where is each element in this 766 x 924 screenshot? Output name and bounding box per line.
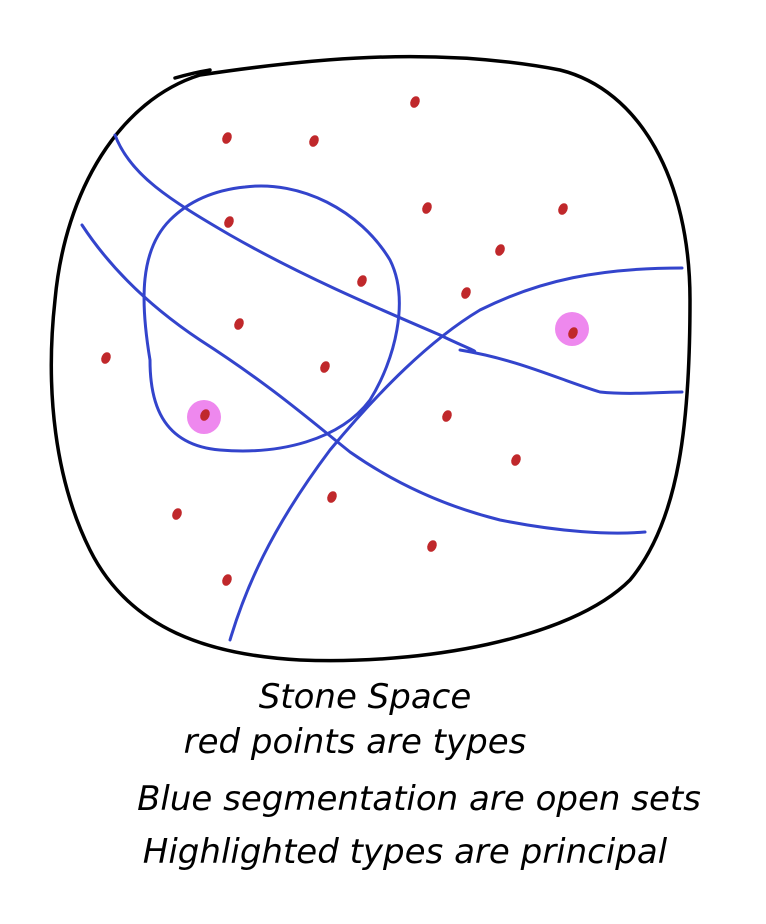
type-point [320,361,330,373]
type-point [410,96,420,108]
type-point [427,540,437,552]
space-boundary [49,54,692,663]
open-set-loop [142,184,401,453]
open-set-curve-lower [80,223,647,535]
type-point [511,454,521,466]
type-point [442,410,452,422]
open-set-curve-rising [228,266,684,642]
type-point [309,135,319,147]
caption-blue-lines: Blue segmentation are open sets [137,779,701,819]
caption-title: Stone Space [258,677,472,717]
type-point [200,409,210,421]
type-point [101,352,111,364]
type-point [327,491,337,503]
caption-highlights: Highlighted types are principal [142,832,668,872]
open-sets [80,133,684,642]
type-point [222,574,232,586]
type-point [224,216,234,228]
type-point [495,244,505,256]
type-point [234,318,244,330]
type-points [101,96,578,586]
open-set-curve-upper [113,133,684,395]
type-point [558,203,568,215]
type-point [357,275,367,287]
type-point [568,327,578,339]
type-point [461,287,471,299]
type-point [172,508,182,520]
caption-red-points: red points are types [183,722,527,762]
type-point [222,132,232,144]
type-point [422,202,432,214]
